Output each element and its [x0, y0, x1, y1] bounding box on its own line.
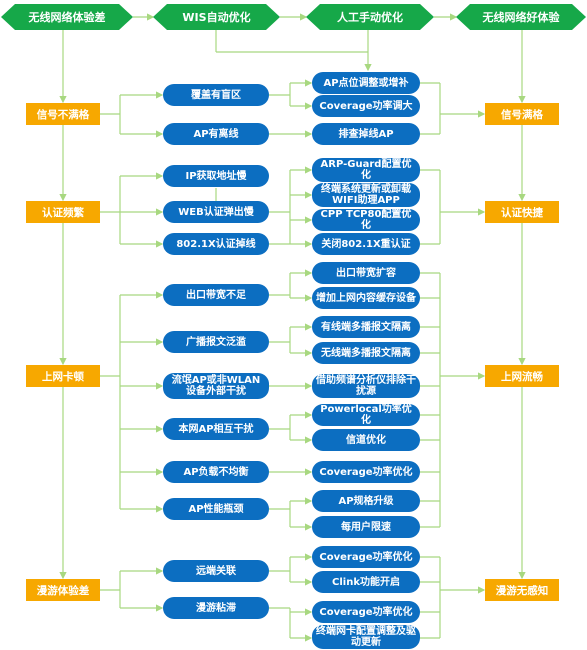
action-coverage-optimize-load: Coverage功率优化 [312, 461, 420, 483]
state-weak-signal: 信号不满格 [26, 103, 100, 125]
cause-slow-web-auth: WEB认证弹出慢 [163, 201, 269, 223]
action-disable-reauth: 关闭802.1X重认证 [312, 233, 420, 255]
cause-sticky-roaming: 漫游粘滞 [163, 597, 269, 619]
action-spectrum-analysis: 借助频谱分析仪排除干扰源 [312, 374, 420, 398]
cause-bandwidth: 出口带宽不足 [163, 284, 269, 306]
state-poor-roaming: 漫游体验差 [26, 579, 100, 601]
state-lagging: 上网卡顿 [26, 365, 100, 387]
action-wired-multicast-isolation: 有线端多播报文隔离 [312, 316, 420, 338]
action-check-offline-ap: 排查掉线AP [312, 123, 420, 145]
action-ap-placement: AP点位调整或增补 [312, 72, 420, 94]
action-ap-upgrade: AP规格升级 [312, 490, 420, 512]
cause-8021x-drop: 802.1X认证掉线 [163, 233, 269, 255]
state-seamless-roaming: 漫游无感知 [485, 579, 559, 601]
header-manual-optimize: 人工手动优化 [306, 4, 434, 30]
state-frequent-auth: 认证频繁 [26, 201, 100, 223]
action-add-cache: 增加上网内容缓存设备 [312, 287, 420, 309]
cause-slow-ip: IP获取地址慢 [163, 165, 269, 187]
cause-ap-bottleneck: AP性能瓶颈 [163, 498, 269, 520]
cause-ap-offline: AP有离线 [163, 123, 269, 145]
action-wireless-multicast-isolation: 无线端多播报文隔离 [312, 342, 420, 364]
action-per-user-rate-limit: 每用户限速 [312, 516, 420, 538]
header-poor-experience: 无线网络体验差 [1, 4, 133, 30]
action-arp-guard: ARP-Guard配置优化 [312, 158, 420, 182]
cause-load-imbalance: AP负载不均衡 [163, 461, 269, 483]
action-coverage-power-up: Coverage功率调大 [312, 95, 420, 117]
action-bandwidth-expand: 出口带宽扩容 [312, 262, 420, 284]
action-channel-optimize: 信道优化 [312, 429, 420, 451]
cause-remote-association: 远端关联 [163, 560, 269, 582]
action-terminal-update: 终端系统更新或卸载WIFI助理APP [312, 183, 420, 207]
action-coverage-optimize-remote: Coverage功率优化 [312, 546, 420, 568]
state-full-signal: 信号满格 [485, 103, 559, 125]
header-wis-auto-optimize: WIS自动优化 [153, 4, 280, 30]
header-good-experience: 无线网络好体验 [456, 4, 586, 30]
cause-ap-interference: 本网AP相互干扰 [163, 418, 269, 440]
state-smooth: 上网流畅 [485, 365, 559, 387]
action-nic-driver-update: 终端网卡配置调整及驱动更新 [312, 625, 420, 649]
action-clink-enable: Clink功能开启 [312, 571, 420, 593]
state-fast-auth: 认证快捷 [485, 201, 559, 223]
action-coverage-optimize-sticky: Coverage功率优化 [312, 601, 420, 623]
cause-rogue-interference: 流氓AP或非WLAN设备外部干扰 [163, 373, 269, 399]
action-cpp-tcp80: CPP TCP80配置优化 [312, 209, 420, 231]
action-powerlocal: Powerlocal功率优化 [312, 404, 420, 426]
cause-broadcast-flood: 广播报文泛滥 [163, 331, 269, 353]
cause-coverage-gap: 覆盖有盲区 [163, 84, 269, 106]
